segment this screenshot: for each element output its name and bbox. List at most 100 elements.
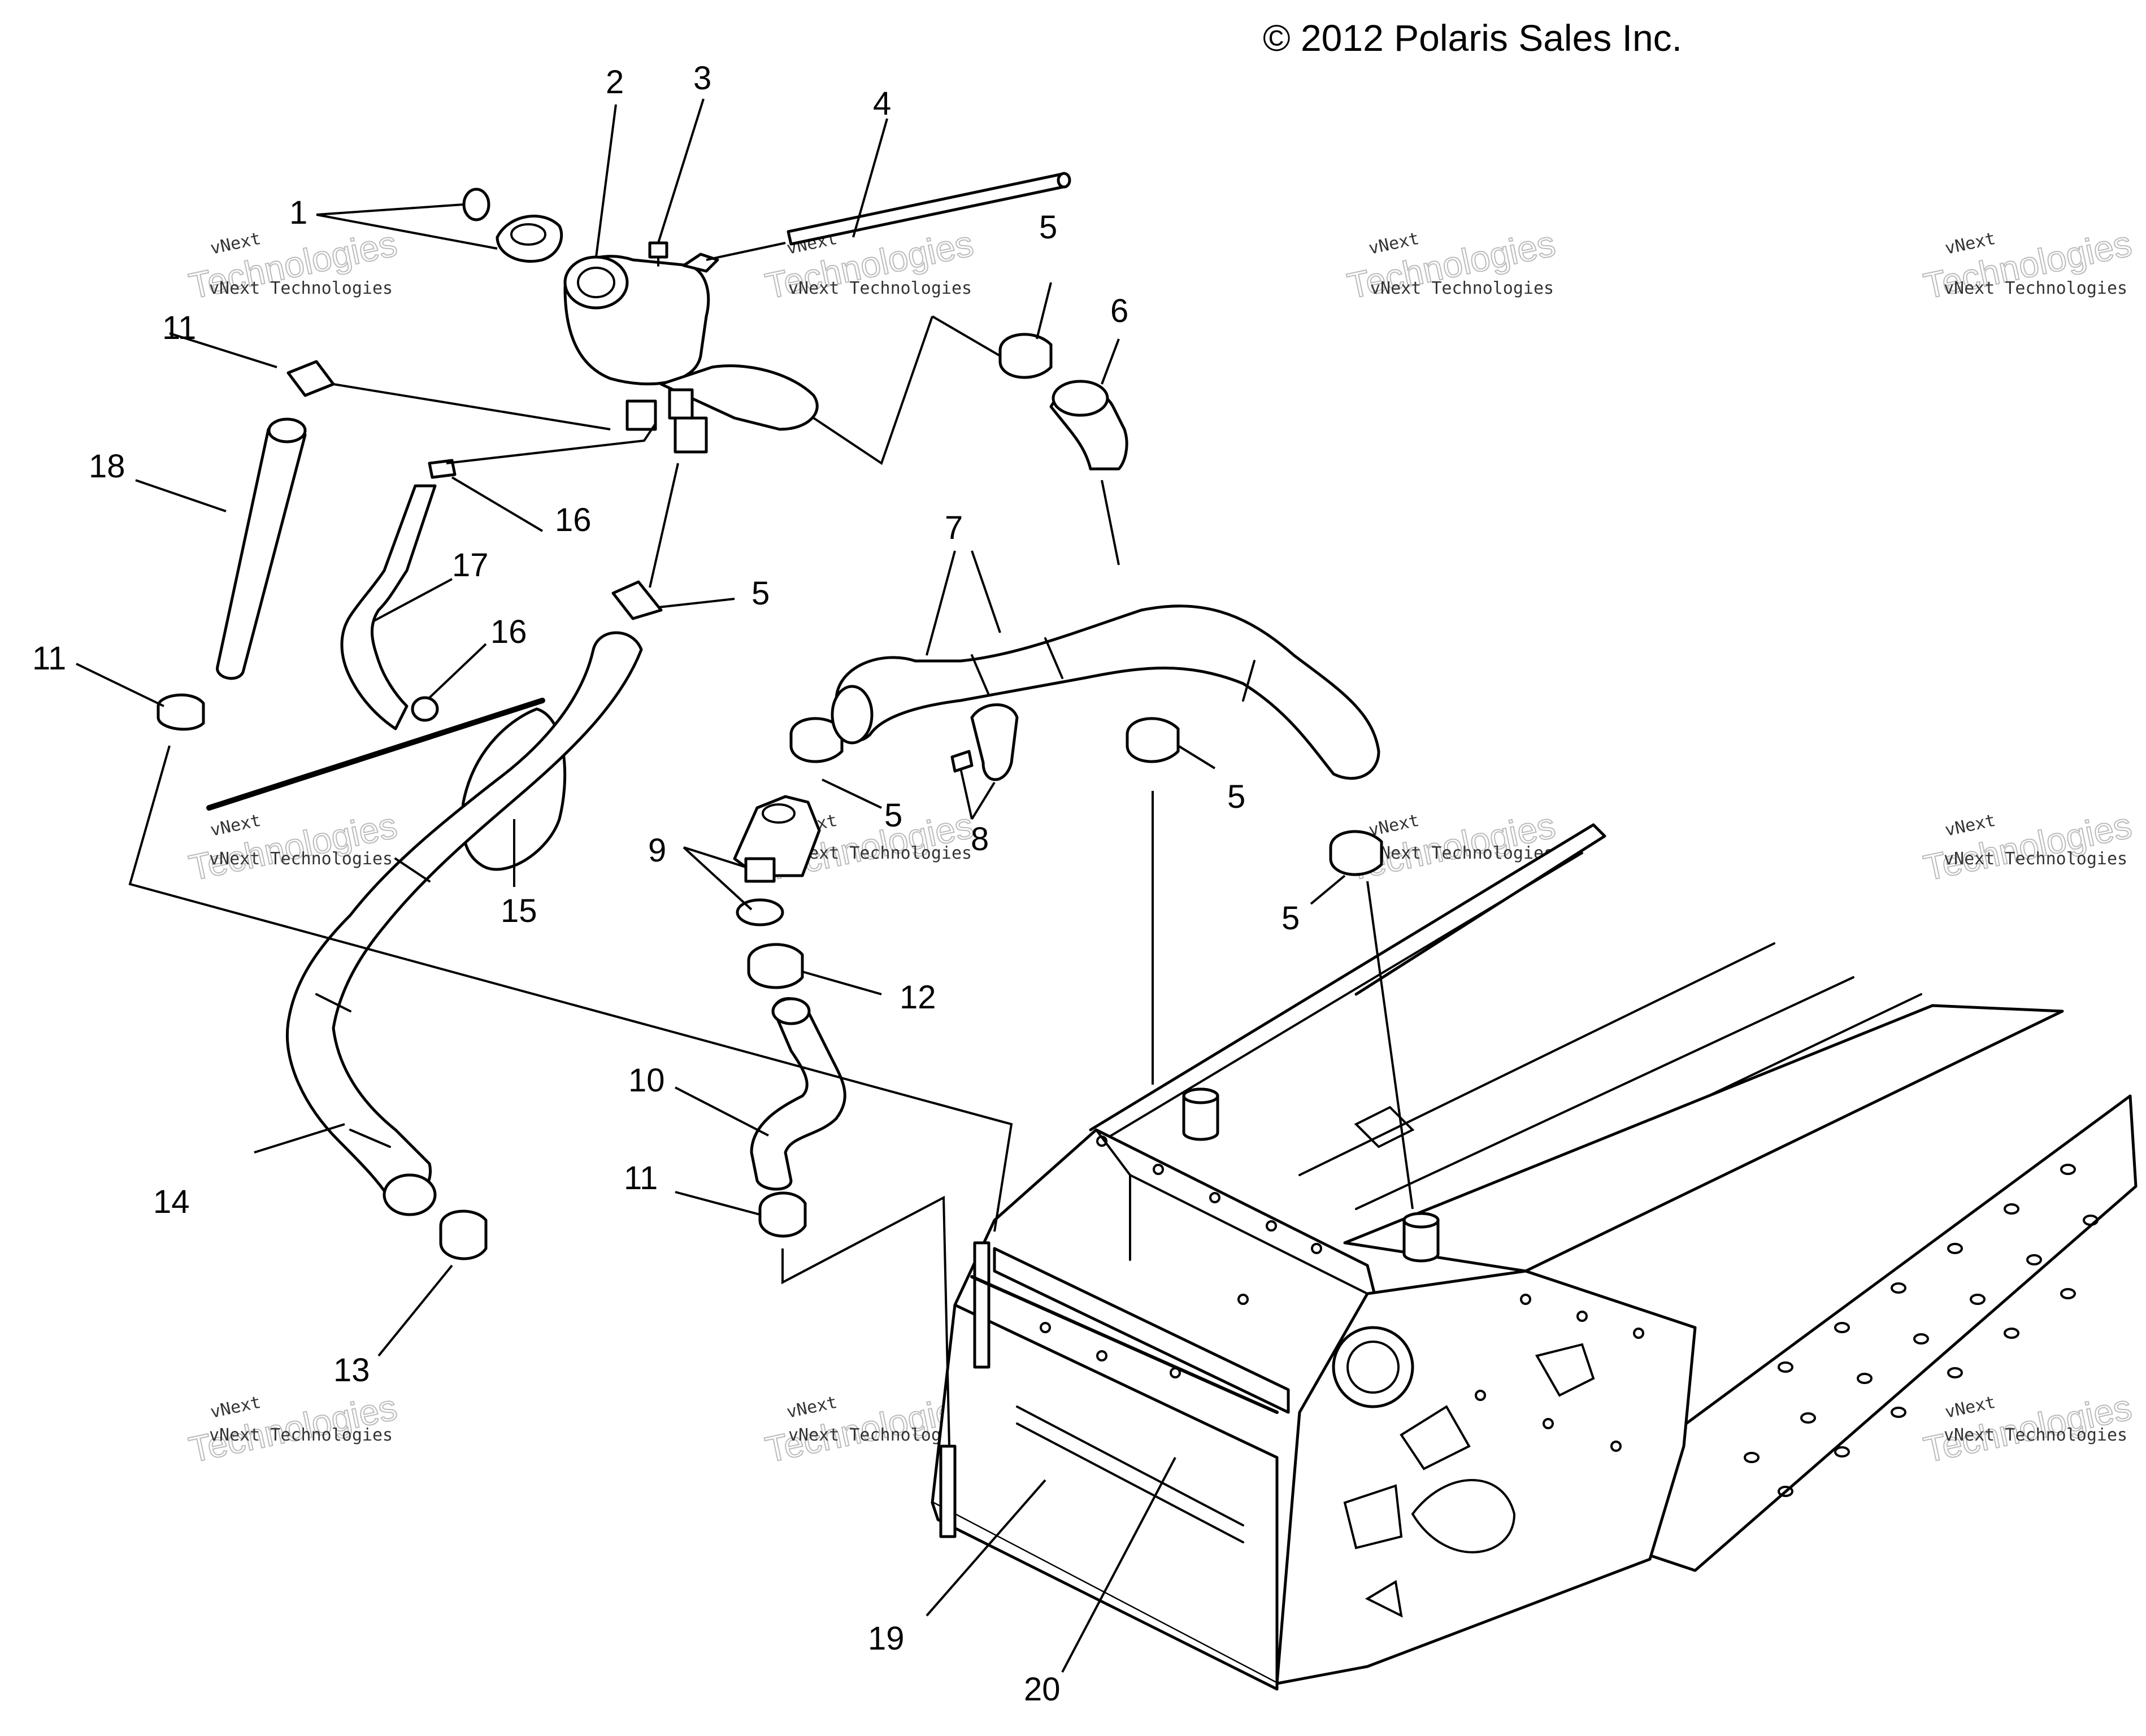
lightening-hole xyxy=(1343,1484,1403,1550)
part-9-thermostat xyxy=(736,857,784,926)
leader-lines xyxy=(76,98,1414,1673)
callout-10: 10 xyxy=(628,1062,665,1099)
callout-3: 3 xyxy=(693,60,711,97)
callout-16a: 16 xyxy=(555,502,592,538)
callout-17: 17 xyxy=(452,547,489,584)
spring xyxy=(970,1275,1279,1414)
reservoir-nipple xyxy=(625,399,657,431)
leader-2 xyxy=(595,104,617,258)
tunnel-line xyxy=(1298,942,1775,1176)
lightening-hole xyxy=(1400,1405,1471,1470)
tunnel-side xyxy=(1343,1004,2064,1273)
callout-5e: 5 xyxy=(1281,900,1300,937)
front-plate-slot xyxy=(1016,1422,1244,1543)
steering-hole-inner xyxy=(1346,1341,1400,1394)
copyright-text: © 2012 Polaris Sales Inc. xyxy=(1263,17,1682,59)
front-plate-slot xyxy=(1016,1406,1244,1526)
reservoir-neck xyxy=(659,364,819,431)
part-16-fittings xyxy=(411,459,457,722)
coolant-post-top xyxy=(1182,1087,1219,1104)
leader-4b xyxy=(706,242,786,261)
hose-band xyxy=(394,858,431,882)
callout-5b: 5 xyxy=(751,575,770,612)
center-line-11 xyxy=(781,1195,950,1447)
part-13-clamp xyxy=(439,1209,488,1260)
leader-5 xyxy=(1310,874,1346,905)
watermark-label: vNext Technologies xyxy=(788,843,972,863)
hose-band xyxy=(971,654,990,696)
leader-13 xyxy=(377,1264,453,1357)
clamp xyxy=(758,1191,807,1238)
leader-8 xyxy=(971,781,996,820)
callout-6: 6 xyxy=(1110,293,1128,329)
watermark-label: vNext Technologies xyxy=(1370,843,1554,863)
watermark: Technologies vNext xyxy=(185,804,401,889)
leader-7 xyxy=(971,550,1001,633)
watermark-label: vNext Technologies xyxy=(1944,279,2127,298)
hose-band xyxy=(1044,637,1063,679)
leader-11 xyxy=(76,663,164,707)
leader-17 xyxy=(372,578,453,623)
lightening-hole xyxy=(1411,1479,1516,1554)
callout-12: 12 xyxy=(900,979,936,1016)
leader-12 xyxy=(802,971,882,995)
long-hose xyxy=(835,604,1380,780)
leader-18 xyxy=(135,479,227,512)
part-20-spring xyxy=(970,1275,1279,1414)
leader-3 xyxy=(657,98,705,243)
watermark-big: Technologies xyxy=(1920,805,2135,889)
callouts: 1 2 3 4 5 6 7 11 18 16 17 16 5 11 15 5 8… xyxy=(32,60,1300,1708)
clamp xyxy=(747,943,804,989)
watermark-label: vNext Technologies xyxy=(788,279,972,298)
clamp xyxy=(611,580,663,620)
part-14-hose xyxy=(286,631,643,1216)
leader-19 xyxy=(926,1479,1046,1617)
leader-5 xyxy=(658,598,735,608)
leader-line-7 xyxy=(813,316,933,465)
leader-5-line xyxy=(931,315,1001,357)
straight-hose-end xyxy=(267,417,307,443)
part-11-clamps xyxy=(157,360,807,1238)
tunnel-line xyxy=(1101,852,1583,1142)
callout-11b: 11 xyxy=(32,640,66,677)
clamp xyxy=(1126,717,1180,763)
reservoir-filler xyxy=(563,255,629,310)
leader-5 xyxy=(822,778,882,809)
s-hose-end xyxy=(771,997,811,1025)
watermark-label: vNext Technologies xyxy=(1944,849,2127,869)
leader-11 xyxy=(169,332,277,368)
front-post xyxy=(939,1445,957,1538)
watermark-label: vNext Technologies xyxy=(209,279,393,298)
part-2-reservoir xyxy=(563,253,819,454)
leader-7 xyxy=(926,550,956,656)
strap-tail xyxy=(206,698,545,811)
center-line-6 xyxy=(1101,480,1120,565)
callout-5c: 5 xyxy=(884,797,902,834)
coolant-post-top xyxy=(1402,1212,1440,1229)
fitting xyxy=(428,459,457,479)
center-line-11 xyxy=(128,745,1013,1232)
part-6-elbow xyxy=(1049,380,1128,471)
clamp xyxy=(157,693,205,731)
callout-8: 8 xyxy=(971,821,989,858)
elbow-hose-end xyxy=(1052,380,1109,417)
straight-hose xyxy=(216,420,307,680)
center-line-11 xyxy=(333,383,611,430)
callout-1: 1 xyxy=(289,194,307,231)
part-5-clamps xyxy=(611,333,1383,876)
leader-5 xyxy=(1177,745,1216,769)
part-12-clamp xyxy=(747,943,804,989)
hose-band xyxy=(315,993,351,1012)
s-hose xyxy=(750,997,846,1191)
part-7-hose xyxy=(831,604,1380,780)
reservoir-filler-inner xyxy=(577,267,615,298)
callout-14: 14 xyxy=(153,1184,190,1220)
thermostat-housing xyxy=(733,795,821,877)
small-hose xyxy=(340,484,437,730)
callout-4: 4 xyxy=(873,85,891,122)
part-10-s-hose xyxy=(750,997,846,1191)
bolts xyxy=(1040,1135,1644,1452)
leader-6 xyxy=(1101,338,1120,385)
callout-20: 20 xyxy=(1024,1671,1061,1708)
